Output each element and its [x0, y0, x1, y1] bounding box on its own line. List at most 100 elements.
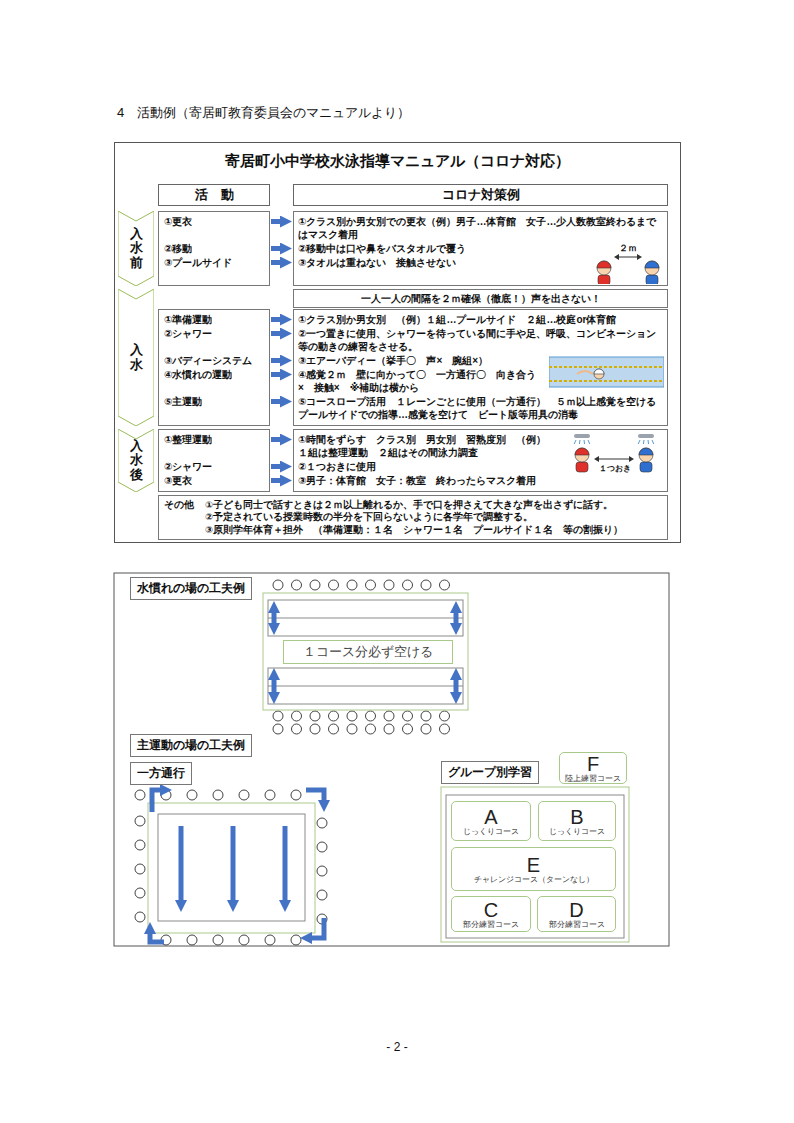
pool-side-marker — [239, 790, 249, 800]
node-text: ②シャワー — [164, 327, 212, 340]
pool-side-marker — [440, 711, 450, 721]
phase-chevron: 入水 — [118, 289, 154, 426]
node-text: 部分練習コース — [549, 920, 605, 929]
measure-box: ①時間をずらす クラス別 男女別 習熟度別 （例）１組は整理運動 ２組はその間泳… — [293, 429, 668, 492]
node-text: ②予定されている授業時数の半分を下回らないように各学年で調整する。 — [205, 511, 663, 523]
node-text: じっくりコース — [549, 827, 605, 836]
column-header: 活 動 — [158, 184, 270, 206]
section-heading: グループ別学習 — [441, 761, 539, 784]
node-text: ①クラス別か男女別での更衣（例）男子…体育館 女子…少人数教室終わるまではマスク… — [298, 215, 663, 241]
pool-side-marker — [187, 790, 197, 800]
pool-side-marker — [317, 866, 327, 876]
illustration-drawing — [564, 433, 664, 483]
node-text: B — [570, 807, 583, 827]
node-text: A — [484, 807, 497, 827]
pool-side-marker — [273, 724, 283, 734]
manual-frame: 寄居町小中学校水泳指導マニュアル（コロナ対応）活 動コロナ対策例入水前①更衣②移… — [114, 142, 681, 543]
activity-box: ①準備運動②シャワー③バディーシステム④水慣れの運動⑤主運動 — [158, 309, 270, 426]
pool-side-marker — [273, 711, 283, 721]
pool-side-marker — [440, 580, 450, 590]
page-heading: 4 活動例（寄居町教育委員会のマニュアルより） — [117, 104, 410, 122]
node-text: ③タオルは重ねない 接触させない — [298, 256, 663, 269]
node-text: ③原則学年体育＋担外 （準備運動：１名 シャワー１名 プールサイド１名 等の割振… — [205, 524, 663, 536]
distance-label: １つおき — [599, 464, 631, 474]
pool-side-marker — [265, 790, 275, 800]
pool-side-marker — [421, 580, 431, 590]
node-text: ②一つ置きに使用、シャワーを待っている間に手や足、呼吸、コンビネーション等の動き… — [298, 327, 663, 353]
pool-side-marker — [329, 580, 339, 590]
measure-box: ①クラス別か男女別 （例）１組…プールサイド ２組…校庭or体育館②一つ置きに使… — [293, 309, 668, 426]
pool-side-marker — [213, 935, 223, 945]
pool-side-marker — [135, 888, 145, 898]
section-heading: 一方通行 — [130, 762, 192, 785]
pool-side-marker — [187, 935, 197, 945]
illustration-drawing — [549, 354, 664, 390]
pool-side-marker — [421, 711, 431, 721]
flow-arrow — [271, 246, 280, 251]
node-text: 入水前 — [130, 227, 143, 270]
node-text: じっくりコース — [463, 827, 519, 836]
pool-side-marker — [329, 724, 339, 734]
pool-outline — [148, 803, 315, 933]
node-text: ⑤主運動 — [164, 395, 202, 408]
node-text: 活 動 — [195, 186, 234, 204]
pool-side-marker — [440, 724, 450, 734]
notes-box: その他①子ども同士で話すときは２ｍ以上離れるか、手で口を押さえて大きな声を出さず… — [158, 495, 668, 540]
node-text: 入水後 — [130, 439, 143, 482]
flow-arrow — [312, 918, 324, 938]
pool-outline — [441, 787, 629, 942]
course-box: F陸上練習コース — [559, 752, 627, 784]
flow-arrow — [272, 680, 277, 692]
pool-side-marker — [317, 890, 327, 900]
node-text: ②１つおきに使用 — [298, 460, 663, 473]
node-text: ①更衣 — [164, 215, 192, 228]
node-text: ③男子：体育館 女子：教室 終わったらマスク着用 — [298, 474, 663, 487]
node-text: 一方通行 — [137, 765, 185, 782]
page-number: - 2 - — [0, 1040, 794, 1054]
node-text: F — [587, 754, 599, 774]
pool-side-marker — [366, 711, 376, 721]
node-text: E — [527, 855, 540, 875]
pool-side-marker — [329, 711, 339, 721]
column-header: コロナ対策例 — [293, 184, 668, 206]
activity-box: ①整理運動②シャワー③更衣 — [158, 429, 270, 492]
lane-line — [268, 618, 463, 619]
flow-arrow — [272, 613, 277, 623]
flow-arrow — [271, 219, 280, 224]
flow-arrow — [150, 934, 164, 942]
pool-side-marker — [347, 580, 357, 590]
pool-inner — [446, 795, 624, 938]
flow-arrow — [454, 613, 459, 623]
flow-arrow — [271, 478, 280, 483]
pool-side-marker — [347, 724, 357, 734]
pool-side-marker — [135, 840, 145, 850]
flow-arrow — [231, 826, 236, 900]
pool-side-marker — [347, 711, 357, 721]
flow-arrow — [306, 790, 324, 800]
flow-arrow — [271, 358, 280, 363]
pool-side-marker — [239, 935, 249, 945]
pool-side-marker — [421, 724, 431, 734]
node-text: ①時間をずらす クラス別 男女別 習熟度別 （例）１組は整理運動 ２組はその間泳… — [298, 433, 663, 459]
flow-arrow — [271, 260, 280, 265]
flow-arrow — [271, 399, 280, 404]
course-box: D部分練習コース — [537, 896, 616, 932]
flow-arrow — [283, 826, 288, 900]
pool-side-marker — [317, 818, 327, 828]
pool-side-marker — [384, 724, 394, 734]
node-text: ④水慣れの運動 — [164, 368, 232, 381]
node-text: ②シャワー — [164, 460, 212, 473]
node-text: ③プールサイド — [164, 256, 232, 269]
pool-side-marker — [403, 724, 413, 734]
flow-arrow — [271, 464, 280, 469]
node-text: ①準備運動 — [164, 313, 212, 326]
pool-side-marker — [273, 580, 283, 590]
pool-side-marker — [310, 711, 320, 721]
rule-banner: 一人一人の間隔を２ｍ確保（徹底！）声を出さない！ — [293, 289, 668, 308]
pool-side-marker — [292, 580, 302, 590]
pool-side-marker — [366, 580, 376, 590]
phase-chevron: 入水後 — [118, 429, 154, 492]
node-text: グループ別学習 — [448, 764, 532, 781]
pool-side-marker — [291, 790, 301, 800]
pool-side-marker — [292, 711, 302, 721]
